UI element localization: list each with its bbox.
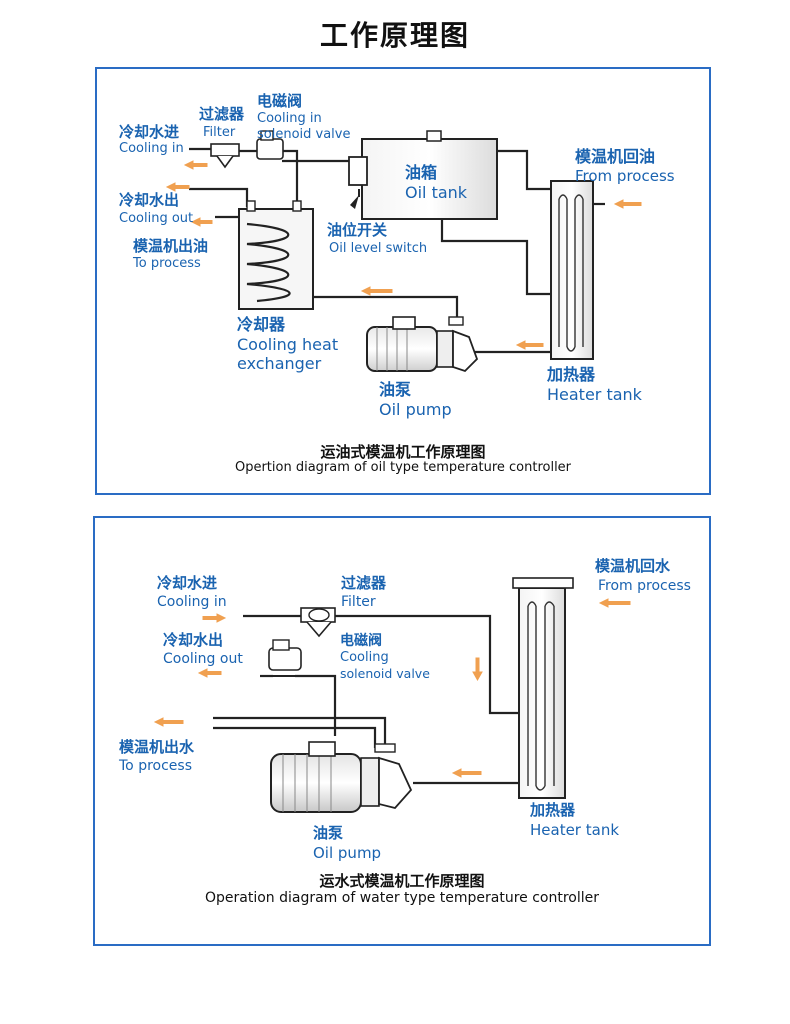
oil-cooling-in-en: Cooling in xyxy=(119,141,184,156)
oil-level-switch-cn: 油位开关 xyxy=(327,221,388,239)
water-to-process-cn: 模温机出水 xyxy=(119,738,195,756)
oil-from-process-cn: 模温机回油 xyxy=(575,147,656,166)
water-pump-en: Oil pump xyxy=(313,844,382,862)
oil-tank-cn: 油箱 xyxy=(405,163,438,182)
oil-cooling-in-cn: 冷却水进 xyxy=(119,123,180,141)
water-to-process-en: To process xyxy=(119,758,192,774)
flow-arrows xyxy=(165,160,642,350)
oil-tank xyxy=(361,138,498,220)
page-title: 工作原理图 xyxy=(319,19,470,52)
cooling-heat-exchanger xyxy=(238,200,314,310)
oil-pump-en: Oil pump xyxy=(379,400,452,419)
water-diagram-panel: 冷却水进 Cooling in 过滤器 Filter 冷却水出 Cooling … xyxy=(93,516,711,946)
oil-valve-en2: solenoid valve xyxy=(257,127,351,142)
level-switch-pointer xyxy=(350,195,359,209)
tank-to-heater-top xyxy=(497,149,552,191)
oil-to-process-cn: 模温机出油 xyxy=(133,237,209,255)
oil-cooling-out-en: Cooling out xyxy=(119,211,194,226)
water-cooling-in-en: Cooling in xyxy=(157,594,227,610)
filter-icon xyxy=(210,143,240,169)
oil-level-switch xyxy=(348,156,368,186)
water-valve-en1: Cooling xyxy=(340,650,389,665)
water-from-process-cn: 模温机回水 xyxy=(595,557,671,575)
oil-from-process-en: From process xyxy=(575,167,675,185)
oil-pump-cn: 油泵 xyxy=(379,380,412,399)
oil-filter-en: Filter xyxy=(203,125,236,140)
water-caption-cn: 运水式模温机工作原理图 xyxy=(319,872,485,890)
solenoid-valve-icon xyxy=(256,130,284,160)
water-filter-cn: 过滤器 xyxy=(341,574,387,592)
solenoid-valve-icon xyxy=(263,639,305,677)
cooling-out-line xyxy=(295,674,337,736)
oil-heater-cn: 加热器 xyxy=(547,365,596,384)
heater-tank xyxy=(512,577,574,799)
tank-to-heater-bottom xyxy=(440,219,552,296)
valve-to-level-switch xyxy=(282,159,359,177)
oil-level-switch-en: Oil level switch xyxy=(329,241,428,256)
oil-valve-en1: Cooling in xyxy=(257,111,322,126)
water-diagram-drawing xyxy=(153,577,631,813)
oil-pump-icon xyxy=(366,316,479,373)
water-heater-cn: 加热器 xyxy=(530,801,576,819)
cooling-in-line xyxy=(335,614,520,715)
water-cooling-out-cn: 冷却水出 xyxy=(163,631,224,649)
oil-caption-en: Opertion diagram of oil type temperature… xyxy=(234,460,572,475)
water-cooling-out-en: Cooling out xyxy=(163,651,243,667)
oil-heater-en: Heater tank xyxy=(547,385,642,404)
oil-diagram-drawing xyxy=(165,130,642,373)
water-heater-en: Heater tank xyxy=(530,821,620,839)
oil-pump-icon xyxy=(270,741,413,813)
oil-exchanger-en1: Cooling heat xyxy=(237,335,339,354)
oil-exchanger-cn: 冷却器 xyxy=(237,315,286,334)
oil-to-process-en: To process xyxy=(133,256,201,271)
oil-exchanger-en2: exchanger xyxy=(237,354,322,373)
water-cooling-in-cn: 冷却水进 xyxy=(157,574,218,592)
oil-diagram-panel: 冷却水进 Cooling in 过滤器 Filter 电磁阀 Cooling i… xyxy=(95,67,711,495)
heater-tank xyxy=(550,180,594,360)
flow-arrows xyxy=(153,598,631,778)
water-valve-en2: solenoid valve xyxy=(340,666,430,681)
to-process-pipe xyxy=(213,716,387,748)
water-filter-en: Filter xyxy=(341,594,376,610)
exchanger-to-pump-pipe xyxy=(312,295,459,319)
water-from-process-en: From process xyxy=(598,578,691,594)
oil-caption-cn: 运油式模温机工作原理图 xyxy=(320,443,486,461)
cooling-line-to-exchanger xyxy=(282,149,299,207)
oil-cooling-out-cn: 冷却水出 xyxy=(119,191,180,209)
water-valve-cn: 电磁阀 xyxy=(340,633,382,649)
water-pump-cn: 油泵 xyxy=(313,824,344,842)
oil-tank-en: Oil tank xyxy=(405,183,468,202)
cooling-out-pipe xyxy=(189,187,249,207)
filter-icon xyxy=(300,607,336,638)
oil-filter-cn: 过滤器 xyxy=(199,105,245,123)
water-caption-en: Operation diagram of water type temperat… xyxy=(204,890,600,906)
oil-valve-cn: 电磁阀 xyxy=(257,92,303,110)
